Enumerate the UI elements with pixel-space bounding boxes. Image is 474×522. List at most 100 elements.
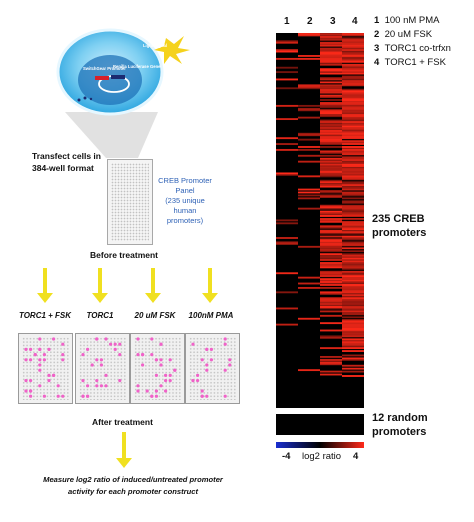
heatmap-cell — [342, 147, 364, 150]
scale-title: log2 ratio — [302, 451, 342, 462]
heatmap-cell — [342, 329, 364, 332]
heatmap-cell — [276, 137, 298, 140]
heatmap-cell — [342, 77, 364, 79]
hit-well-dot — [191, 379, 195, 383]
hit-well-dot — [159, 358, 163, 362]
heatmap-cell — [342, 311, 364, 314]
heatmap-cell — [342, 197, 364, 200]
heatmap-cell — [342, 357, 364, 360]
heatmap-cell — [320, 240, 342, 242]
heatmap-cell — [276, 71, 298, 74]
heatmap-cell — [320, 247, 342, 250]
heatmap-cell — [298, 194, 320, 197]
heatmap-cell — [276, 104, 298, 107]
heatmap-cell — [342, 184, 364, 187]
heatmap-cell — [320, 33, 342, 35]
heatmap-cell — [342, 71, 364, 74]
heatmap-cell — [320, 35, 342, 38]
heatmap-cell — [320, 220, 342, 223]
heatmap-cell — [320, 162, 342, 165]
hit-well-dot — [42, 394, 47, 398]
heatmap-cell — [320, 282, 342, 285]
heatmap-cell — [342, 41, 364, 44]
hit-well-dot — [104, 373, 108, 377]
heatmap-cell — [342, 210, 364, 213]
heatmap-cell — [342, 60, 364, 63]
heatmap-cell — [320, 292, 342, 295]
heatmap-cell — [320, 49, 342, 52]
hit-well-dot — [159, 363, 163, 367]
heatmap-cell — [342, 165, 364, 167]
heatmap-cell — [342, 102, 364, 104]
hit-well-dot — [228, 363, 232, 367]
heatmap-cell — [320, 226, 342, 229]
heatmap-cell — [342, 226, 364, 229]
hit-well-dot — [209, 358, 213, 362]
hit-well-dot — [136, 353, 140, 357]
heatmap-cell — [342, 43, 364, 46]
heatmap-cell — [320, 157, 342, 160]
heatmap-cell — [342, 38, 364, 41]
legend-item: 1 100 nM PMA — [374, 15, 440, 26]
hit-well-dot — [38, 368, 42, 372]
hit-well-dot — [159, 342, 163, 346]
heatmap-cell — [320, 146, 342, 148]
legend-num: 1 — [374, 15, 380, 26]
panel-label-line3: (235 unique — [165, 196, 205, 205]
heatmap-cell — [342, 319, 364, 322]
heatmap-cell — [320, 91, 342, 94]
hit-well-dot — [86, 384, 90, 388]
heatmap-cell — [320, 62, 342, 65]
heatmap-cell — [320, 281, 342, 283]
treatment-label-1: TORC1 + FSK — [18, 311, 72, 320]
heatmap-cell — [320, 44, 342, 47]
heatmap-cell — [298, 148, 320, 151]
hit-well-dot — [150, 353, 154, 357]
heatmap-cell — [320, 215, 342, 217]
heatmap-cell — [320, 110, 342, 113]
heatmap-cell — [342, 281, 364, 283]
scale-max-label: 4 — [353, 451, 359, 462]
hit-well-dot — [118, 379, 122, 383]
heatmap-cell — [342, 332, 364, 335]
heatmap-cell — [342, 310, 364, 313]
heatmap-cell — [342, 326, 364, 329]
heatmap-cell — [320, 257, 342, 260]
heatmap-cell — [320, 141, 342, 144]
heatmap-cell — [342, 358, 364, 361]
heatmap-cell — [342, 342, 364, 345]
heatmap-cell — [320, 310, 342, 313]
heatmap-cell — [320, 279, 342, 282]
heatmap-cell — [298, 87, 320, 90]
heatmap-cell — [320, 225, 342, 228]
heatmap-cell — [320, 96, 342, 98]
hit-well-dot — [29, 389, 33, 393]
heatmap-cell — [320, 245, 342, 248]
legend-label: 20 uM FSK — [384, 29, 433, 40]
heatmap-cell — [342, 47, 364, 50]
after-treatment-label: After treatment — [92, 417, 153, 427]
heatmap-cell — [342, 256, 364, 259]
heatmap-cell — [342, 247, 364, 250]
heatmap-cell — [298, 154, 320, 157]
heatmap-cell — [342, 97, 364, 100]
treatment-label-2: TORC1 — [86, 311, 114, 320]
heatmap-cell — [276, 148, 298, 151]
promoter-caption: SwitchGear Promoter — [83, 66, 126, 71]
heatmap-cell — [320, 43, 342, 46]
cell-dot — [77, 98, 81, 102]
legend-item: 3 TORC1 co-trfxn — [374, 43, 451, 54]
heatmap-cell — [320, 166, 342, 169]
heatmap-cell — [320, 194, 342, 197]
heatmap-cell — [342, 286, 364, 289]
hit-well-dot — [104, 384, 108, 388]
heatmap-cell — [342, 242, 364, 245]
heatmap-cell — [342, 146, 364, 148]
heatmap-cell — [320, 262, 342, 264]
heatmap-cell — [320, 373, 342, 376]
hit-well-dot — [205, 368, 209, 372]
heatmap-cell — [320, 358, 342, 361]
heatmap-cell — [342, 81, 364, 84]
large-well-plate — [107, 159, 153, 245]
hit-well-dot — [90, 363, 94, 367]
